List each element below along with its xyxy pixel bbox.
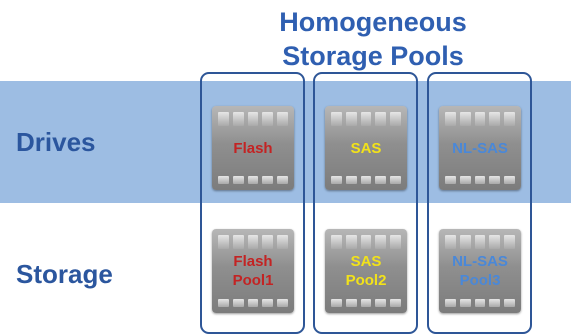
row-label-storage: Storage [16,259,113,289]
pool-label-flash-line2: Pool1 [232,272,274,289]
drive-label-nl-sas: NL-SAS [452,140,508,157]
pool-label-nl-sas-line1: NL-SAS [452,253,508,270]
drive-enclosure-nl-sas: NL-SAS [439,106,521,190]
pool-column-flash: Flash Flash Pool1 [200,72,305,334]
pool-enclosure-flash: Flash Pool1 [212,229,294,313]
pool-label-flash-line1: Flash [233,253,273,270]
pool-column-nl-sas: NL-SAS NL-SAS Pool3 [427,72,532,334]
pool-enclosure-sas: SAS Pool2 [325,229,407,313]
pool-label-sas-line2: Pool2 [345,272,387,289]
row-label-drives: Drives [16,127,96,157]
drive-label-flash: Flash [233,140,273,157]
diagram-title-line1: Homogeneous [279,7,467,37]
drive-enclosure-flash: Flash [212,106,294,190]
diagram-title-line2: Storage Pools [282,41,464,71]
pool-label-sas-line1: SAS [350,253,382,270]
drive-label-sas: SAS [350,140,382,157]
pool-enclosure-nl-sas: NL-SAS Pool3 [439,229,521,313]
pool-label-nl-sas-line2: Pool3 [459,272,501,289]
drive-enclosure-sas: SAS [325,106,407,190]
pool-column-sas: SAS SAS Pool2 [313,72,418,334]
